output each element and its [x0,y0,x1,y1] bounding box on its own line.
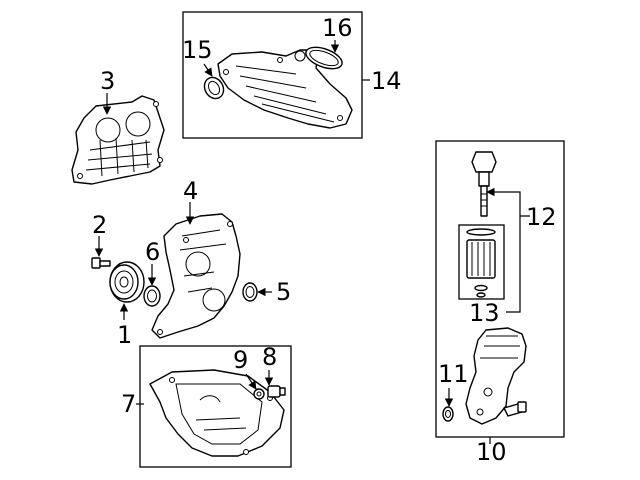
part-15-gasket[interactable] [201,74,228,102]
leader-15 [203,63,213,77]
callout-3: 3 [100,67,115,95]
callout-2: 2 [92,211,107,239]
callout-4: 4 [183,177,198,205]
part-13-filter-element[interactable] [466,228,496,298]
part-11-plug[interactable] [442,406,454,422]
group-box-oil-pan [139,345,292,468]
part-14-intake-manifold[interactable] [217,49,353,129]
callout-12: 12 [526,203,557,231]
leader-9 [245,373,257,390]
leader-12 [486,187,530,217]
callout-13: 13 [469,299,500,327]
part-3-cover-plate[interactable] [71,95,165,185]
callout-8: 8 [262,343,277,371]
callout-5: 5 [276,278,291,306]
callout-7: 7 [121,390,136,418]
callout-6: 6 [145,238,160,266]
part-4-timing-cover[interactable] [151,213,241,339]
callout-14: 14 [371,67,402,95]
part-9-washer[interactable] [253,388,265,400]
group-box-oil-filter-element [458,224,505,300]
callout-9: 9 [233,346,248,374]
callout-16: 16 [322,14,353,42]
leader-13 [506,216,521,313]
callout-10: 10 [476,438,507,466]
part-6-front-seal[interactable] [143,285,161,307]
group-box-oil-filter-housing [435,140,565,438]
part-7-oil-pan[interactable] [149,369,285,457]
part-1-crank-pulley[interactable] [109,261,145,303]
callout-1: 1 [117,321,132,349]
part-2-bolt[interactable] [91,257,111,269]
group-box-intake-manifold [182,11,363,139]
part-10-filter-housing[interactable] [465,327,527,425]
callout-11: 11 [438,360,469,388]
part-5-seal[interactable] [242,282,258,302]
part-8-drain-plug[interactable] [267,385,286,398]
part-12-filter-cap[interactable] [471,151,497,217]
callout-15: 15 [182,36,213,64]
